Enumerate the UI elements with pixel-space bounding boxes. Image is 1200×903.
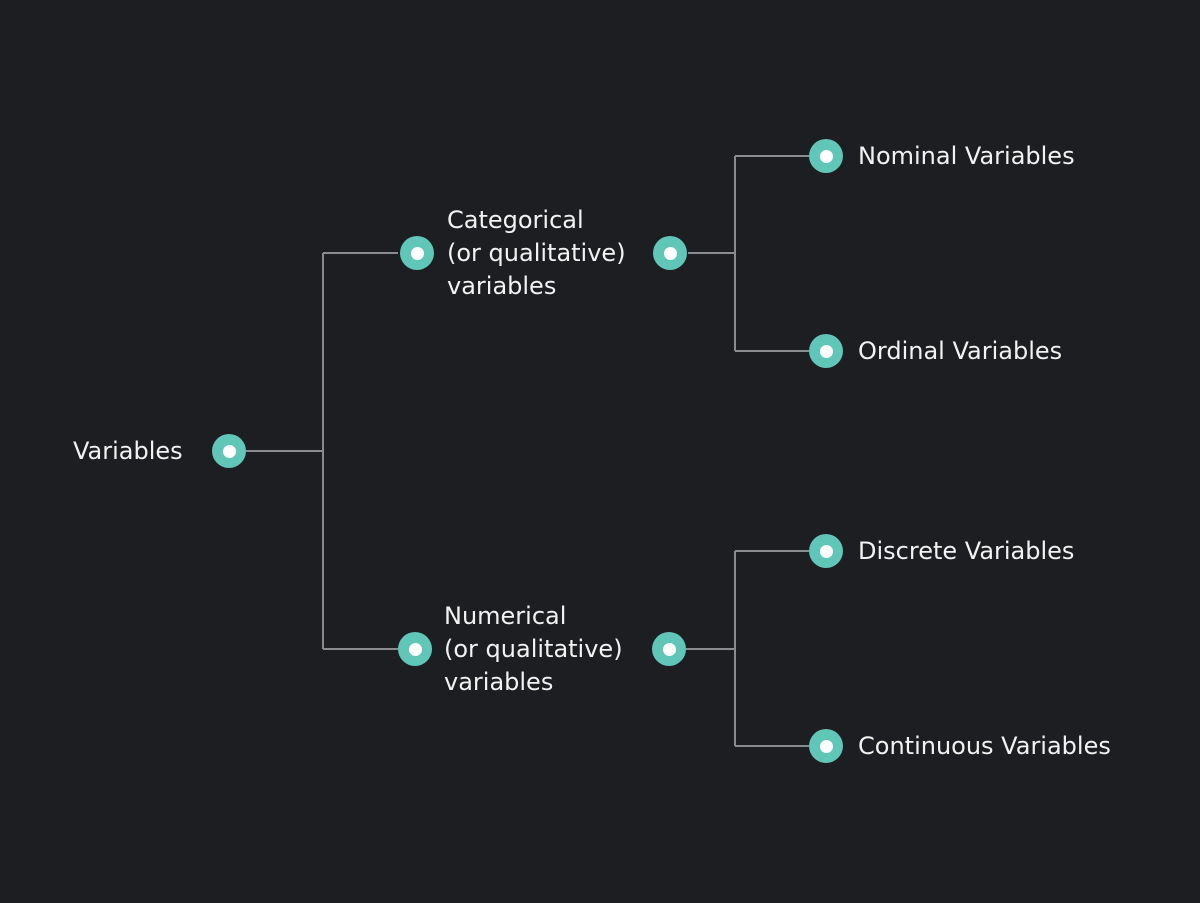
- connector-categorical-to-children: [688, 155, 809, 352]
- connector-root-to-branches: [246, 252, 398, 650]
- connector-numerical-to-children: [686, 550, 809, 747]
- discrete-variables-label: Discrete Variables: [858, 537, 1075, 565]
- numerical-label-line-3: variables: [444, 668, 554, 696]
- categorical-label-line-2: (or qualitative): [447, 239, 626, 267]
- continuous-node-dot: [809, 729, 843, 763]
- nominal-node-dot: [809, 139, 843, 173]
- categorical-branch-label: Categorical (or qualitative) variables: [447, 204, 626, 303]
- numerical-label-line-2: (or qualitative): [444, 635, 623, 663]
- numerical-out-node-dot: [652, 632, 686, 666]
- numerical-in-node-dot: [398, 632, 432, 666]
- nominal-variables-label: Nominal Variables: [858, 142, 1075, 170]
- ordinal-variables-label: Ordinal Variables: [858, 337, 1063, 365]
- discrete-node-dot: [809, 534, 843, 568]
- ordinal-node-dot: [809, 334, 843, 368]
- numerical-branch-label: Numerical (or qualitative) variables: [444, 600, 623, 699]
- categorical-out-node-dot: [653, 236, 687, 270]
- categorical-label-line-1: Categorical: [447, 206, 584, 234]
- root-node-dot: [212, 434, 246, 468]
- root-label: Variables: [73, 437, 183, 465]
- numerical-label-line-1: Numerical: [444, 602, 567, 630]
- categorical-label-line-3: variables: [447, 272, 557, 300]
- continuous-variables-label: Continuous Variables: [858, 732, 1111, 760]
- categorical-in-node-dot: [400, 236, 434, 270]
